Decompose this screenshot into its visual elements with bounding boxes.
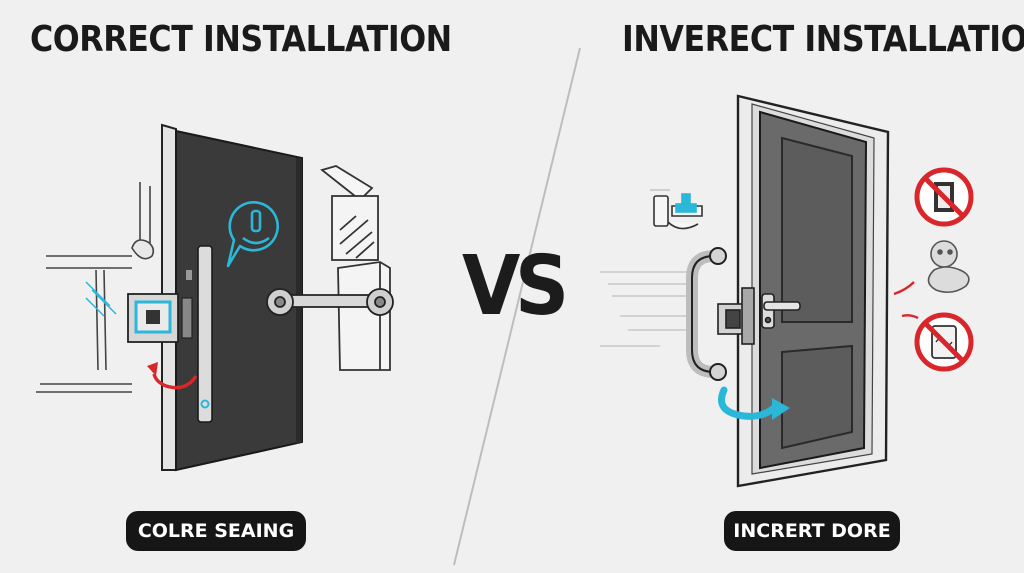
warning-marks	[893, 281, 919, 320]
speed-lines	[600, 271, 690, 347]
left-background-sketch	[36, 182, 155, 393]
glove-hand-icon	[927, 240, 970, 294]
hand-keypad-icon	[653, 193, 703, 230]
lever-bar	[266, 288, 394, 316]
divider-line	[453, 47, 581, 566]
no-door-sign-icon	[914, 167, 974, 227]
left-caption-badge: COLRE SEAING	[126, 511, 306, 551]
rotate-arrow-icon	[152, 373, 198, 390]
left-bar-handle	[197, 245, 213, 423]
strike-box	[337, 261, 391, 371]
right-lever-handle	[761, 293, 801, 329]
right-panel-title: INVERECT INSTALLATION	[622, 19, 1024, 60]
glass-panel	[320, 165, 379, 261]
grab-handle	[686, 247, 727, 381]
no-phone-sign-icon	[914, 312, 974, 372]
swing-arrow-icon	[718, 386, 778, 420]
motion-hatches	[85, 281, 117, 317]
side-lock-module	[717, 287, 755, 345]
fingerprint-hand-icon	[226, 201, 279, 268]
vs-label: VS	[462, 239, 569, 334]
right-caption-badge: INCRERT DORE	[724, 511, 900, 551]
left-panel-title: CORRECT INSTALLATION	[30, 19, 452, 60]
